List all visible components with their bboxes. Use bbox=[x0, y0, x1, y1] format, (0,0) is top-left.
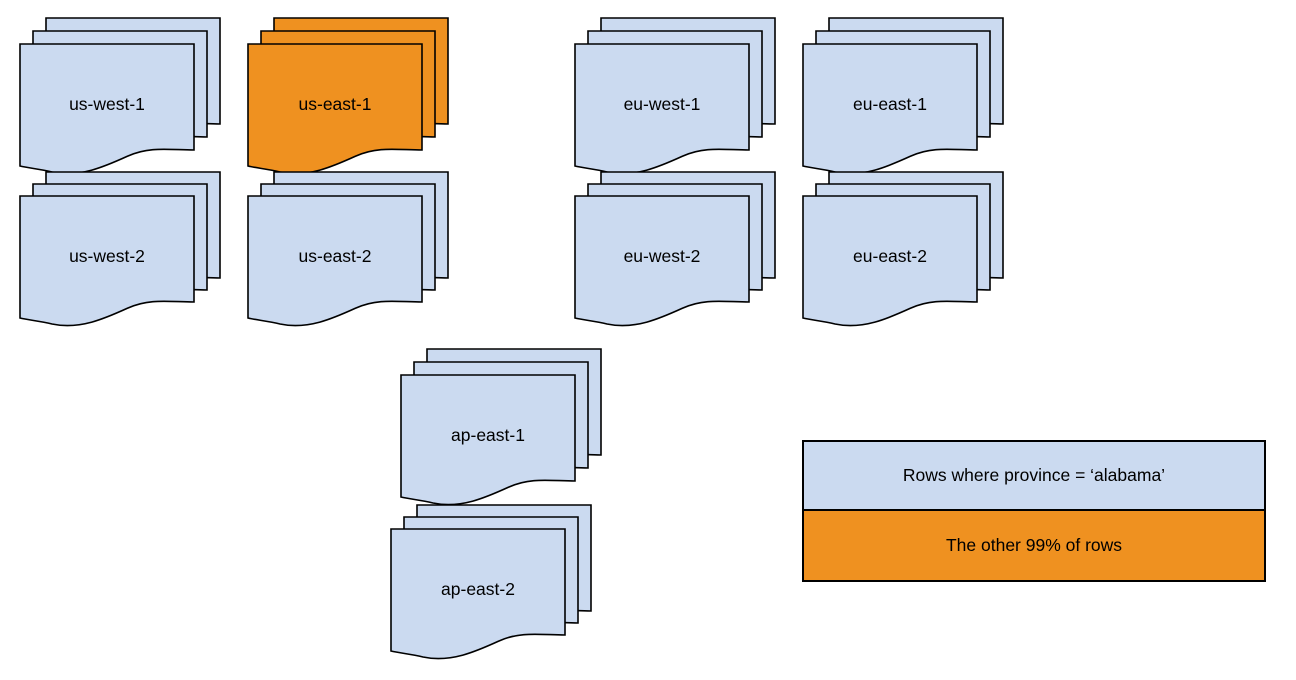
doc-stack-us-east-1[interactable] bbox=[247, 17, 449, 175]
sheet-front bbox=[574, 43, 750, 175]
sheet-front bbox=[802, 195, 978, 327]
doc-stack-us-east-2[interactable] bbox=[247, 171, 449, 327]
sheet-front bbox=[19, 195, 195, 327]
sheet-front bbox=[574, 195, 750, 327]
doc-stack-eu-west-2[interactable] bbox=[574, 171, 776, 327]
doc-stack-eu-east-2[interactable] bbox=[802, 171, 1004, 327]
legend-label-other: The other 99% of rows bbox=[945, 535, 1123, 555]
legend-row-other: The other 99% of rows bbox=[804, 511, 1264, 580]
doc-stack-ap-east-1[interactable] bbox=[400, 348, 602, 506]
legend: Rows where province = ‘alabama’ The othe… bbox=[802, 440, 1266, 582]
legend-label-alabama: Rows where province = ‘alabama’ bbox=[902, 465, 1166, 485]
doc-stack-us-west-1[interactable] bbox=[19, 17, 221, 175]
sheet-front bbox=[802, 43, 978, 175]
doc-stack-ap-east-2[interactable] bbox=[390, 504, 592, 660]
legend-row-alabama: Rows where province = ‘alabama’ bbox=[804, 442, 1264, 511]
sheet-front bbox=[19, 43, 195, 175]
doc-stack-eu-east-1[interactable] bbox=[802, 17, 1004, 175]
doc-stack-eu-west-1[interactable] bbox=[574, 17, 776, 175]
sheet-front bbox=[400, 374, 576, 506]
sheet-front bbox=[247, 43, 423, 175]
doc-stack-us-west-2[interactable] bbox=[19, 171, 221, 327]
sheet-front bbox=[247, 195, 423, 327]
sheet-front bbox=[390, 528, 566, 660]
